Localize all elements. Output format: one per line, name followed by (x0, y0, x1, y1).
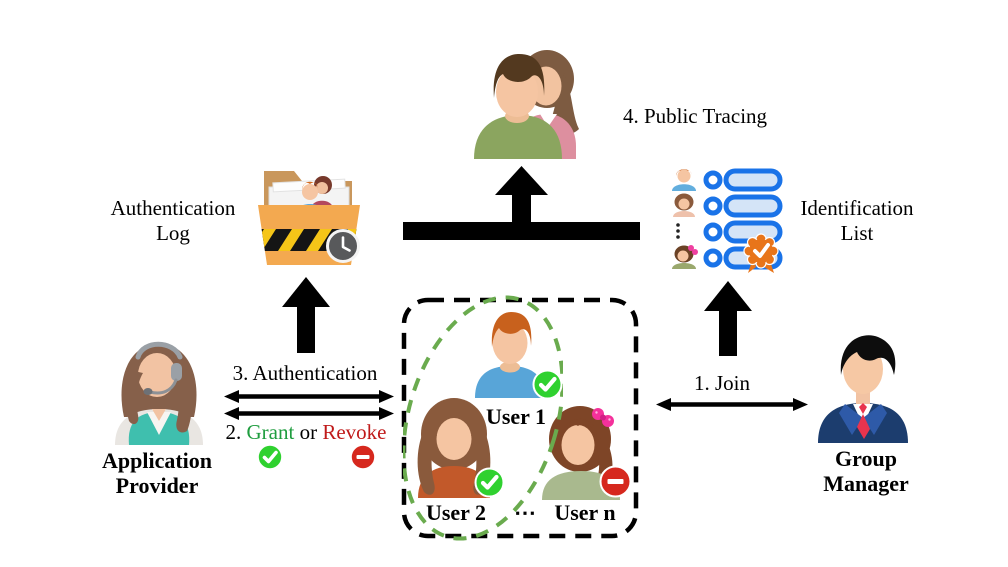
identification-list-label-line1: Identification (800, 196, 914, 220)
suit-man-icon (818, 335, 908, 443)
user-group-box (401, 297, 639, 539)
auth-log-label-line2: Log (156, 221, 190, 245)
rosette-icon (743, 233, 779, 273)
usern-minus-icon (599, 465, 632, 498)
join-arrow-label: 1. Join (693, 371, 750, 395)
grant-revoke-label: 2. Grant or Revoke (206, 420, 406, 445)
grant-word: Grant (246, 420, 295, 444)
people-pair-icon (474, 50, 579, 159)
revoke-word: Revoke (322, 420, 387, 444)
identification-list-label-line2: List (840, 221, 874, 245)
clock-icon (326, 229, 360, 263)
application-provider-label-line1: Application (101, 448, 213, 473)
usern-label: User n (554, 500, 616, 525)
list-avatar-man (672, 169, 696, 191)
bow-icon (592, 408, 614, 427)
active-users-ellipse (403, 295, 563, 541)
user2-check-icon (474, 467, 505, 498)
list-avatar-woman (673, 193, 695, 217)
auth-log-up-arrow-icon (282, 277, 330, 353)
group-manager-label: Group Manager (786, 446, 946, 496)
authentication-arrow-label: 3. Authentication (232, 361, 378, 385)
identification-list-up-arrow-icon (704, 281, 752, 356)
grant-revoke-double-arrow-icon (224, 407, 394, 420)
auth-log-folder-icon (258, 171, 360, 265)
revoke-minus-icon (350, 444, 376, 470)
identification-list-label: Identification List (777, 196, 937, 246)
group-manager-label-line1: Group (835, 446, 897, 471)
headset-agent-icon (115, 341, 203, 445)
user1-label: User 1 (485, 404, 547, 429)
grant-check-icon (257, 444, 283, 470)
or-word: or (294, 420, 323, 444)
grant-revoke-prefix: 2. (225, 420, 247, 444)
join-double-arrow-icon (656, 398, 808, 411)
list-avatar-girl (672, 245, 698, 269)
user1-check-icon (532, 369, 563, 400)
auth-log-label: Authentication Log (93, 196, 253, 246)
user2-label: User 2 (425, 500, 487, 525)
authentication-double-arrow-icon (224, 390, 394, 403)
identification-list-icon (672, 168, 783, 273)
vertical-ellipsis-icon (676, 223, 680, 239)
group-manager-label-line2: Manager (823, 471, 909, 496)
application-provider-label-line2: Provider (115, 473, 199, 498)
user1-avatar (475, 312, 545, 398)
auth-log-label-line1: Authentication (110, 196, 236, 220)
tracing-up-arrow-icon (403, 166, 640, 240)
public-tracing-label: 4. Public Tracing (622, 104, 768, 128)
application-provider-label: Application Provider (77, 448, 237, 498)
